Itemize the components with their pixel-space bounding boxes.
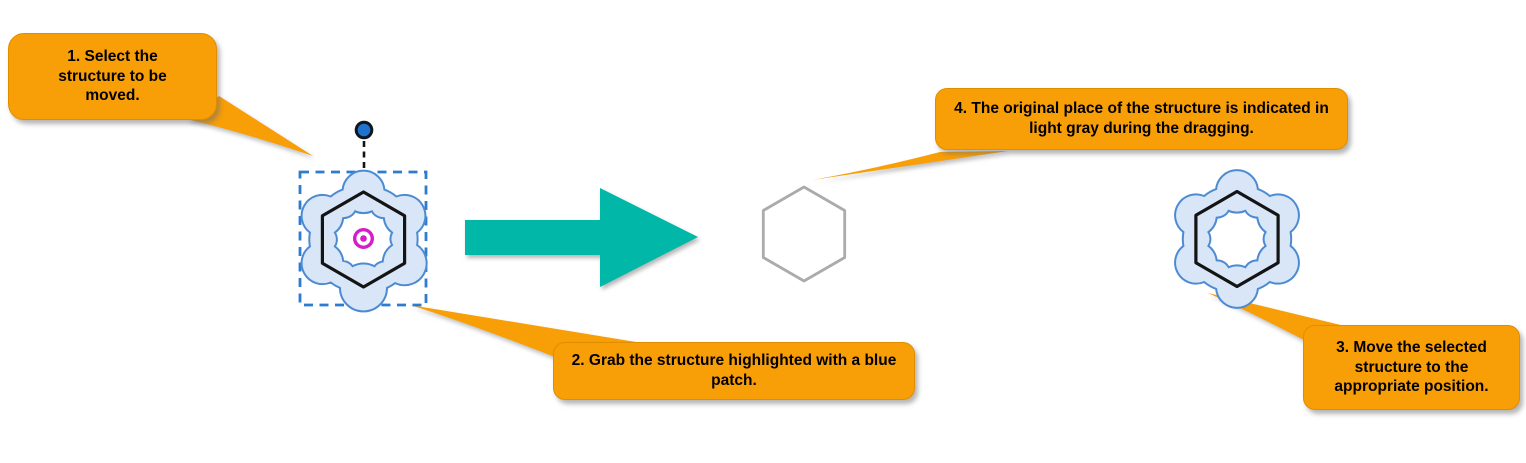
moved-benzene-ring — [1194, 189, 1280, 289]
callout-step-1-text: 1. Select the structure to be moved. — [58, 47, 167, 105]
callout-4-tail — [812, 151, 1008, 180]
moved-structure-patch — [1174, 169, 1300, 309]
ghost-structure — [761, 185, 847, 283]
selected-structure-patch — [300, 169, 428, 313]
selected-benzene-ring — [320, 190, 407, 289]
callout-step-4-text: 4. The original place of the structure i… — [954, 100, 1329, 137]
rotation-handle — [354, 120, 374, 140]
rotation-center-marker — [353, 227, 375, 249]
callout-step-2-text: 2. Grab the structure highlighted with a… — [571, 352, 897, 389]
callout-step-2: 2. Grab the structure highlighted with a… — [553, 342, 915, 400]
callout-step-3: 3. Move the selected structure to the ap… — [1303, 325, 1520, 410]
selected-structure — [298, 120, 428, 313]
moved-structure — [1174, 169, 1300, 309]
rotation-center-dot — [360, 235, 367, 242]
callout-1-tail — [187, 96, 313, 156]
transition-arrow — [465, 188, 698, 287]
callout-step-4: 4. The original place of the structure i… — [935, 88, 1348, 150]
callout-step-3-text: 3. Move the selected structure to the ap… — [1334, 338, 1489, 396]
callout-step-1: 1. Select the structure to be moved. — [8, 33, 217, 120]
